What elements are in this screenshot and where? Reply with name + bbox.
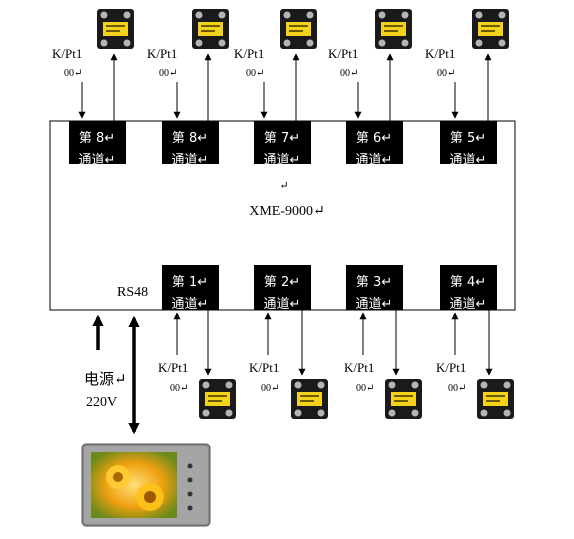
top-channel-group: 第 8↵ 通道↵ 第 8↵ 通道↵ 第 7↵ 通道↵ 第 6↵ 通道↵ 第 5↵… — [69, 121, 497, 168]
sensor-type-label: K/Pt1 — [328, 46, 358, 61]
top-sensor-inputs: K/Pt1 00↵ K/Pt1 00↵ K/Pt1 00↵ K/Pt1 00↵ … — [52, 46, 459, 119]
sensor-input: K/Pt1 00↵ — [234, 46, 268, 119]
sensor-sub-label: 00↵ — [246, 68, 264, 79]
sensor-type-label: K/Pt1 — [344, 360, 374, 375]
sensor-type-label: K/Pt1 — [234, 46, 264, 61]
power-label: 电源↵ — [84, 371, 127, 388]
channel-number: 第 4↵ — [450, 275, 486, 290]
channel-number: 第 1↵ — [172, 275, 208, 290]
solid-state-relay-icon — [192, 9, 229, 49]
sensor-input: K/Pt1 00↵ — [52, 46, 86, 119]
solid-state-relay-icon — [199, 379, 236, 419]
solid-state-relay-icon — [280, 9, 317, 49]
solid-state-relay-icon — [477, 379, 514, 419]
bottom-channel-block: 第 2↵ 通道↵ — [254, 265, 311, 312]
channel-number: 第 7↵ — [264, 131, 300, 146]
sensor-sub-label: 00↵ — [340, 68, 358, 79]
top-relays — [97, 9, 509, 49]
channel-number: 第 6↵ — [356, 131, 392, 146]
channel-number: 第 8↵ — [79, 131, 115, 146]
sensor-sub-label: 00↵ — [261, 383, 279, 394]
sensor-input: K/Pt1 00↵ — [436, 312, 466, 394]
bottom-relays — [199, 379, 514, 419]
channel-label: 通道↵ — [264, 153, 301, 168]
rs485-port-label: RS48 — [117, 285, 148, 300]
solid-state-relay-icon — [291, 379, 328, 419]
channel-number: 第 2↵ — [264, 275, 300, 290]
sensor-input: K/Pt1 00↵ — [249, 312, 279, 394]
bottom-channel-block: 第 1↵ 通道↵ — [162, 265, 219, 312]
top-channel-block: 第 5↵ 通道↵ — [440, 121, 497, 168]
sensor-sub-label: 00↵ — [448, 383, 466, 394]
channel-label: 通道↵ — [264, 297, 301, 312]
channel-number: 第 5↵ — [450, 131, 486, 146]
sensor-input: K/Pt1 00↵ — [147, 46, 181, 119]
power-voltage: 220V — [86, 395, 117, 410]
sensor-sub-label: 00↵ — [64, 68, 82, 79]
sensor-type-label: K/Pt1 — [147, 46, 177, 61]
top-relay-arrows — [110, 53, 492, 121]
top-channel-block: 第 7↵ 通道↵ — [254, 121, 311, 168]
solid-state-relay-icon — [97, 9, 134, 49]
channel-label: 通道↵ — [450, 153, 487, 168]
bottom-channel-block: 第 4↵ 通道↵ — [440, 265, 497, 312]
channel-number: 第 3↵ — [356, 275, 392, 290]
channel-number: 第 8↵ — [172, 131, 208, 146]
solid-state-relay-icon — [385, 379, 422, 419]
top-channel-block: 第 8↵ 通道↵ — [162, 121, 219, 168]
sensor-input: K/Pt1 00↵ — [158, 312, 188, 394]
sensor-input: K/Pt1 00↵ — [328, 46, 362, 119]
sensor-type-label: K/Pt1 — [436, 360, 466, 375]
channel-label: 通道↵ — [356, 153, 393, 168]
channel-label: 通道↵ — [79, 153, 116, 168]
touch-panel-hmi-icon — [81, 443, 211, 527]
channel-label: 通道↵ — [172, 297, 209, 312]
bottom-relay-arrows — [204, 310, 493, 376]
channel-label: 通道↵ — [450, 297, 487, 312]
bottom-sensor-inputs: K/Pt1 00↵ K/Pt1 00↵ K/Pt1 00↵ K/Pt1 00↵ — [158, 312, 466, 394]
channel-label: 通道↵ — [356, 297, 393, 312]
sensor-sub-label: 00↵ — [170, 383, 188, 394]
sensor-sub-label: 00↵ — [159, 68, 177, 79]
top-channel-block: 第 6↵ 通道↵ — [346, 121, 403, 168]
sensor-type-label: K/Pt1 — [52, 46, 82, 61]
sensor-sub-label: 00↵ — [437, 68, 455, 79]
bottom-channel-block: 第 3↵ 通道↵ — [346, 265, 403, 312]
sensor-input: K/Pt1 00↵ — [344, 312, 374, 394]
sensor-type-label: K/Pt1 — [425, 46, 455, 61]
sensor-sub-label: 00↵ — [356, 383, 374, 394]
controller-model-label: XME-9000↵ — [249, 204, 325, 219]
solid-state-relay-icon — [375, 9, 412, 49]
channel-label: 通道↵ — [172, 153, 209, 168]
sensor-type-label: K/Pt1 — [249, 360, 279, 375]
sensor-input: K/Pt1 00↵ — [425, 46, 459, 119]
bottom-channel-group: 第 1↵ 通道↵ 第 2↵ 通道↵ 第 3↵ 通道↵ 第 4↵ 通道↵ — [162, 265, 497, 312]
para-mark: ↵ — [279, 180, 288, 192]
solid-state-relay-icon — [472, 9, 509, 49]
sensor-type-label: K/Pt1 — [158, 360, 188, 375]
top-channel-block: 第 8↵ 通道↵ — [69, 121, 126, 168]
